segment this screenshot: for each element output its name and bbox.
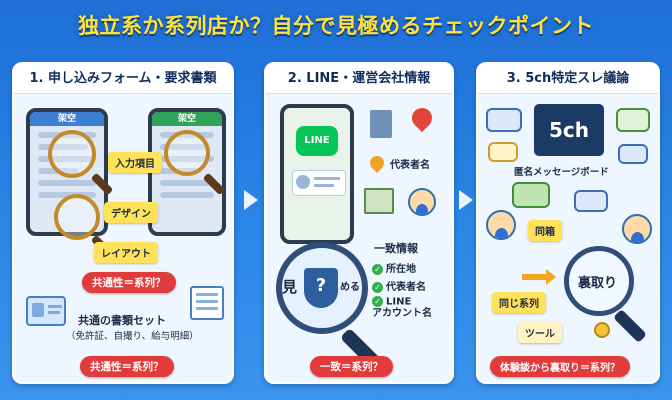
lens-text-2: める bbox=[340, 282, 360, 293]
tag-same-box: 同箱 bbox=[528, 220, 562, 241]
coin-icon bbox=[594, 322, 610, 338]
arrow-icon bbox=[244, 190, 258, 210]
line-logo: LINE bbox=[296, 126, 338, 156]
pill-commonality-bottom: 共通性＝系列？ bbox=[80, 356, 174, 377]
document-icon bbox=[26, 296, 66, 326]
panel-heading: 2. LINE・運営会社情報 bbox=[266, 64, 452, 94]
magnifier-icon bbox=[54, 194, 100, 240]
chat-bubble-icon bbox=[512, 182, 550, 208]
panel-heading: 3. 5ch特定スレ議論 bbox=[478, 64, 658, 94]
lens-text-1: 見 bbox=[282, 278, 298, 296]
match-box: 一致情報 ✓所在地 ✓代表者名 ✓LINE アカウント名 bbox=[370, 240, 450, 332]
document-icon bbox=[190, 286, 224, 320]
tag-layout: レイアウト bbox=[94, 242, 158, 263]
phone-label: 架空 bbox=[152, 112, 222, 126]
map-icon bbox=[364, 188, 394, 214]
magnifier-icon bbox=[564, 246, 634, 316]
phone-label: 架空 bbox=[30, 112, 104, 126]
chat-bubble-icon bbox=[488, 142, 518, 162]
match-title: 一致情報 bbox=[374, 242, 418, 255]
tag-input-fields: 入力項目 bbox=[108, 152, 162, 173]
panel-5ch-thread: 3. 5ch特定スレ議論 5ch 匿名メッセージボード 同箱 裏取り 同じ系列 … bbox=[476, 62, 660, 384]
match-item: ✓LINE アカウント名 bbox=[372, 296, 432, 319]
docs-title: 共通の書類セット bbox=[78, 314, 166, 327]
tag-tool: ツール bbox=[518, 322, 562, 343]
panel-application-forms: 1. 申し込みフォーム・要求書類 架空 架空 入力項目 デザイン レイアウト 共… bbox=[12, 62, 234, 384]
page-title: 独立系か系列店か？自分で見極めるチェックポイント bbox=[78, 14, 594, 38]
tag-same-series: 同じ系列 bbox=[492, 292, 546, 313]
tag-design: デザイン bbox=[104, 202, 158, 223]
pill-match: 一致＝系列？ bbox=[310, 356, 393, 377]
person-icon bbox=[622, 214, 652, 244]
building-icon bbox=[370, 110, 392, 138]
pill-verify: 体験談から裏取り＝系列？ bbox=[490, 356, 630, 377]
match-item: ✓代表者名 bbox=[372, 278, 426, 293]
person-icon bbox=[486, 210, 516, 240]
shield-icon: ? bbox=[304, 268, 338, 308]
match-item: ✓所在地 bbox=[372, 260, 416, 275]
map-pin-icon bbox=[367, 153, 387, 173]
chat-bubble-icon bbox=[618, 144, 648, 164]
anon-board-label: 匿名メッセージボード bbox=[514, 167, 609, 178]
rep-label: 代表者名 bbox=[390, 160, 430, 171]
chat-bubble-icon bbox=[616, 108, 650, 132]
panel-line-company: 2. LINE・運営会社情報 LINE 代表者名 ? 見 める 一致情報 ✓所在… bbox=[264, 62, 454, 384]
phone-icon: LINE bbox=[280, 104, 354, 244]
chat-bubble-icon bbox=[486, 108, 522, 132]
map-pin-icon bbox=[407, 103, 437, 133]
magnifier-icon bbox=[164, 130, 210, 176]
panel-heading: 1. 申し込みフォーム・要求書類 bbox=[14, 64, 232, 94]
magnifier-icon bbox=[48, 130, 96, 178]
arrow-icon bbox=[522, 274, 548, 280]
pill-commonality: 共通性＝系列？ bbox=[82, 272, 176, 293]
board-logo: 5ch bbox=[534, 104, 604, 156]
chat-bubble-icon bbox=[574, 190, 608, 212]
arrow-icon bbox=[459, 190, 473, 210]
docs-detail: （免許証、自撮り、給与明細） bbox=[66, 331, 199, 342]
ura-label: 裏取り bbox=[578, 276, 618, 291]
person-icon bbox=[408, 188, 436, 216]
